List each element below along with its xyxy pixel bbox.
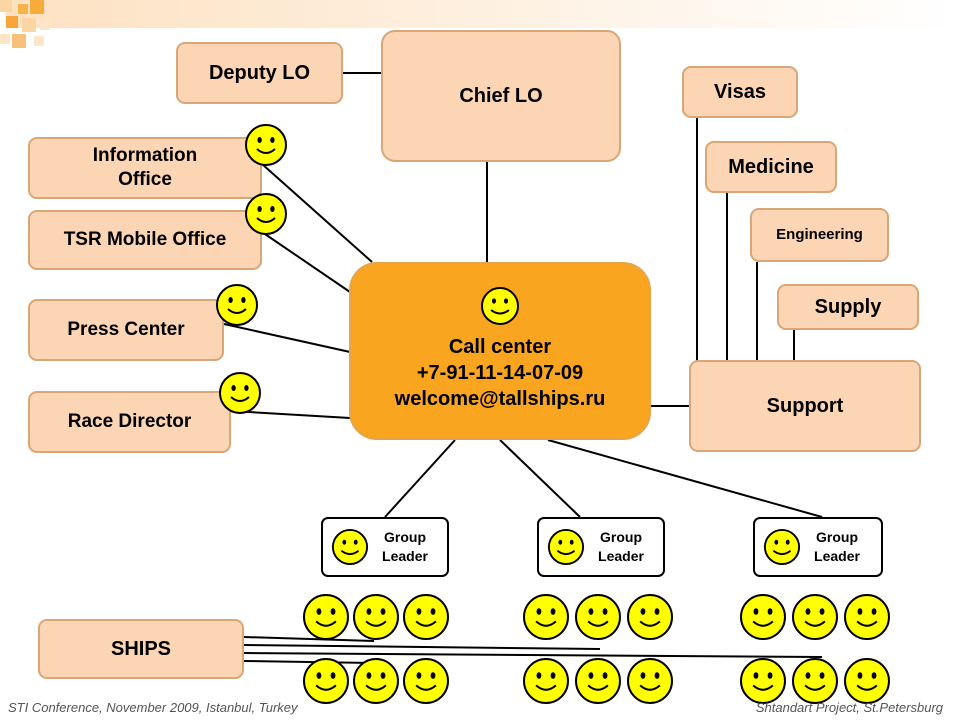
footer-left: STI Conference, November 2009, Istanbul,… xyxy=(8,700,298,715)
press-center-box: Press Center xyxy=(28,299,224,361)
call-center-title: Call center xyxy=(448,336,552,358)
group-leader-box: Group Leader xyxy=(753,517,883,577)
group-leader-box: Group Leader xyxy=(537,517,665,577)
header-decoration-graphic xyxy=(0,0,955,48)
call-center-box: Call center +7-91-11-14-07-09 welcome@ta… xyxy=(349,262,651,440)
line-ships-group1b xyxy=(243,660,375,664)
press-center-label: Press Center xyxy=(67,319,185,341)
line-press-callcenter xyxy=(223,323,351,353)
tsr-mobile-office-label: TSR Mobile Office xyxy=(63,229,227,251)
visas-box: Visas xyxy=(682,66,798,118)
ships-label: SHIPS xyxy=(110,637,172,660)
line-information-callcenter xyxy=(261,163,373,263)
smiley-face-icon xyxy=(763,528,801,566)
call-center-text: Call center +7-91-11-14-07-09 welcome@ta… xyxy=(395,334,606,412)
smiley-face-icon xyxy=(331,528,369,566)
tsr-mobile-office-box: TSR Mobile Office xyxy=(28,210,262,270)
line-ships-group1a xyxy=(243,636,375,642)
header-decoration xyxy=(0,0,955,60)
engineering-box: Engineering xyxy=(750,208,889,262)
visas-label: Visas xyxy=(714,80,766,103)
support-label: Support xyxy=(766,394,844,417)
race-director-box: Race Director xyxy=(28,391,231,453)
medicine-label: Medicine xyxy=(728,155,814,178)
line-callcenter-group3 xyxy=(547,439,823,518)
footer-right: Shtandart Project, St.Petersburg xyxy=(755,700,943,715)
support-box: Support xyxy=(689,360,921,452)
line-callcenter-group1 xyxy=(384,439,456,518)
smiley-face-icon xyxy=(481,287,519,325)
line-tsr-callcenter xyxy=(261,231,351,293)
deputy-lo-label: Deputy LO xyxy=(208,61,311,84)
call-center-email: welcome@tallships.ru xyxy=(394,388,606,410)
race-director-label: Race Director xyxy=(67,411,192,433)
group-leader-box: Group Leader xyxy=(321,517,449,577)
group-leader-label: Group Leader xyxy=(382,529,428,564)
line-race-callcenter xyxy=(230,410,351,419)
supply-label: Supply xyxy=(814,295,882,318)
line-ships-group3 xyxy=(243,652,823,658)
engineering-label: Engineering xyxy=(776,225,863,243)
medicine-box: Medicine xyxy=(705,141,837,193)
information-office-box: Information Office xyxy=(28,137,262,199)
call-center-phone: +7-91-11-14-07-09 xyxy=(416,362,584,384)
line-callcenter-group2 xyxy=(499,439,581,518)
group-leader-label: Group Leader xyxy=(814,529,860,564)
group-leader-label: Group Leader xyxy=(598,529,644,564)
supply-box: Supply xyxy=(777,284,919,330)
deputy-lo-box: Deputy LO xyxy=(176,42,343,104)
smiley-face-icon xyxy=(547,528,585,566)
chief-lo-label: Chief LO xyxy=(459,84,543,107)
ships-box: SHIPS xyxy=(38,619,244,679)
information-office-label: Information Office xyxy=(92,145,198,190)
line-ships-group2 xyxy=(243,644,601,650)
chief-lo-box: Chief LO xyxy=(381,30,621,162)
